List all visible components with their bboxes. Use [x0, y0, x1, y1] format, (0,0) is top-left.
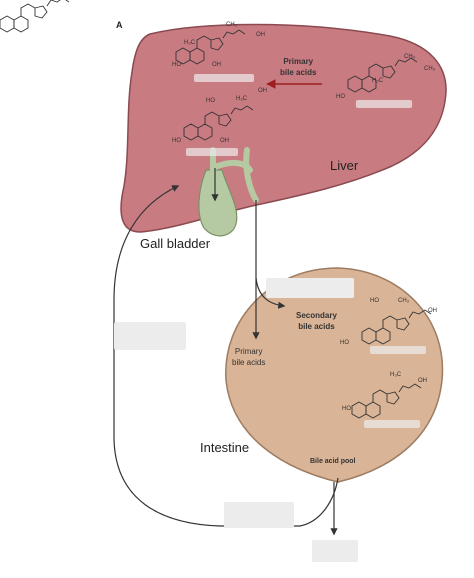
atom-label: OH: [220, 138, 229, 144]
secondary-bile-acids-label: Secondary bile acids: [296, 311, 337, 331]
blank-label-box[interactable]: [114, 322, 186, 350]
atom-label: H₃C: [372, 78, 384, 84]
blank-label-box[interactable]: [356, 100, 412, 108]
atom-label: CH₃: [404, 54, 416, 60]
atom-label: HO: [336, 94, 345, 100]
primary-bile-acids-label: Primary bile acids: [280, 57, 317, 77]
cholesterol-molecule: [347, 57, 418, 93]
atom-label: HO: [342, 406, 351, 412]
secondary-acid-molecule-1: [361, 309, 432, 345]
atom-label: OH: [428, 308, 437, 314]
atom-label: OH: [418, 378, 427, 384]
primary-bile-acids-intestine-label: Primary bile acids: [232, 347, 266, 367]
blank-label-box[interactable]: [194, 74, 254, 82]
atom-label: HO: [370, 298, 379, 304]
atom-label: CH₃: [398, 298, 410, 304]
liver-label: Liver: [330, 158, 359, 173]
secondary-acid-molecule-2: [351, 383, 422, 419]
blank-label-box[interactable]: [186, 148, 238, 156]
atom-label: OH: [258, 88, 267, 94]
portal-return-arrow: [113, 185, 339, 527]
cholic-acid-molecule-2: [183, 105, 254, 141]
blank-label-box[interactable]: [364, 420, 420, 428]
atom-label: OH: [212, 62, 221, 68]
cholic-acid-molecule-1: [175, 29, 246, 65]
atom-label: HO: [172, 138, 181, 144]
blank-label-box[interactable]: [266, 278, 354, 298]
steroid-structure: [0, 0, 70, 33]
atom-label: HO: [172, 62, 181, 68]
atom-label: H₃C: [184, 40, 196, 46]
atom-label: CH₃: [424, 66, 436, 72]
gall-bladder-label: Gall bladder: [140, 236, 211, 251]
gallbladder-shape: [198, 169, 238, 237]
to-secondary-arrow: [255, 277, 286, 309]
bile-acid-pool-label: Bile acid pool: [310, 458, 356, 465]
atom-label: H₃C: [390, 372, 402, 378]
blank-label-box[interactable]: [370, 346, 426, 354]
panel-label: A: [116, 20, 123, 30]
intestine-label: Intestine: [200, 440, 250, 455]
atom-label: OH: [256, 32, 265, 38]
blank-label-box[interactable]: [312, 540, 358, 562]
atom-label: CH₃: [226, 22, 238, 28]
atom-label: H₃C: [236, 96, 248, 102]
atom-label: HO: [206, 98, 215, 104]
blank-label-box[interactable]: [224, 502, 294, 528]
atom-label: HO: [340, 340, 349, 346]
